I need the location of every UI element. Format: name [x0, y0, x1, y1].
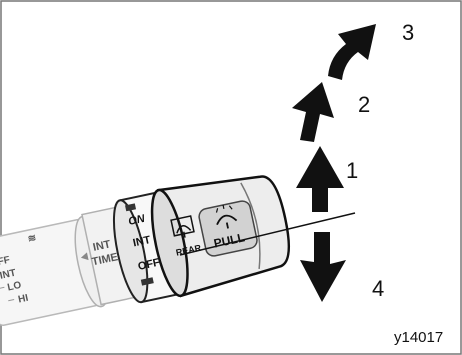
front-pos-off: OFF — [0, 255, 11, 270]
pivot-line — [179, 212, 356, 256]
rear-pos-off: OFF — [137, 257, 161, 273]
rear-indicator — [125, 203, 137, 212]
arrow-4-down — [300, 232, 346, 302]
front-pos-lo: LO — [6, 280, 22, 294]
rear-pos-int: INT — [132, 234, 152, 249]
knob-sheen — [240, 182, 261, 269]
washer-symbol: ≋ — [27, 233, 37, 246]
tick-hi — [8, 299, 15, 302]
rear-wiper-icon — [170, 215, 195, 238]
step-label-3: 3 — [402, 20, 414, 45]
rear-indicator-lower — [140, 277, 154, 286]
step-label-1: 1 — [346, 158, 358, 183]
int-time-label-1: INT — [92, 238, 112, 253]
front-pos-int: INT — [0, 268, 17, 282]
image-code: y14017 — [394, 329, 443, 346]
step-label-2: 2 — [358, 92, 370, 117]
arrow-2-up — [292, 82, 334, 142]
int-time-label-2: TIME — [91, 251, 119, 268]
arrow-3-up — [328, 24, 376, 80]
knob-edge — [150, 188, 189, 298]
rear-ring-edge — [112, 199, 149, 304]
washer-spray-icon — [215, 204, 238, 229]
arrow-1-up — [296, 146, 344, 212]
int-time-pointer-icon — [80, 252, 89, 261]
tick-lo — [0, 286, 5, 290]
step-label-4: 4 — [372, 276, 384, 301]
wiper-stalk: OFF INT LO HI ≋ INT TIME ON INT OFF REAR — [0, 175, 291, 327]
rear-pos-on: ON — [127, 213, 147, 228]
front-pos-hi: HI — [17, 293, 29, 306]
